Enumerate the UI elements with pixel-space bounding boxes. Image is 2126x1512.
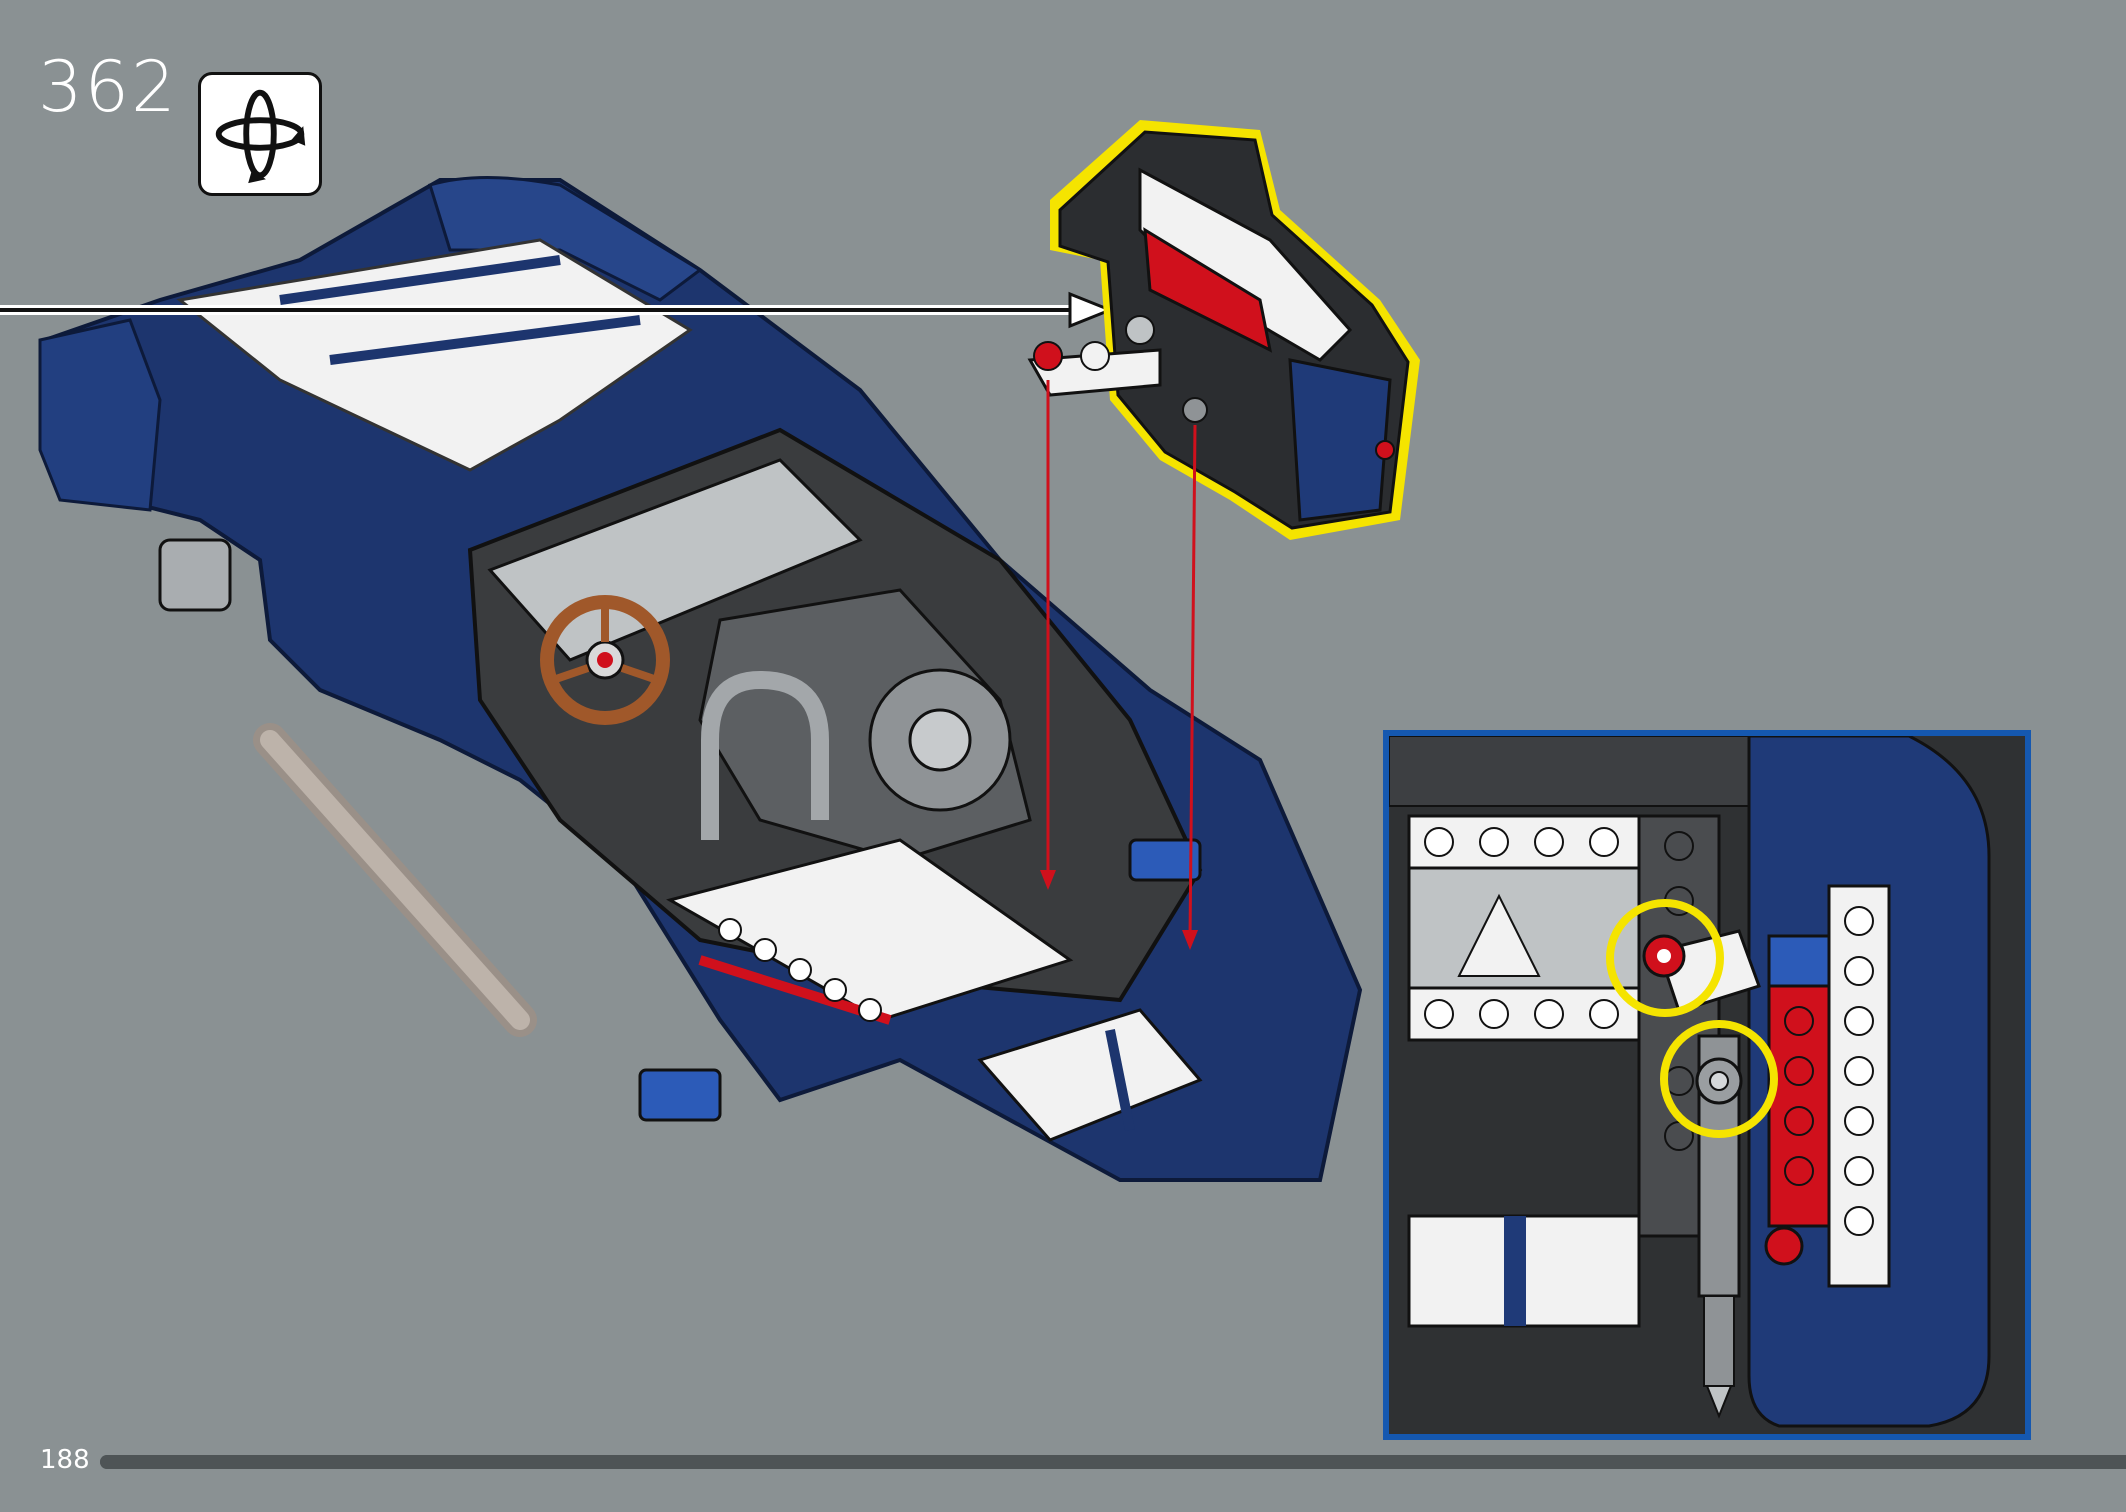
detail-callout: [1383, 730, 2031, 1440]
progress-bar: [100, 1455, 2126, 1469]
sub-assembly-part: [1027, 120, 1420, 540]
assembly-arrow: [0, 291, 1115, 329]
progress-bar-fill: [100, 1455, 2126, 1469]
highlight-circle-bottom: [1660, 1020, 1778, 1138]
page-number: 188: [40, 1445, 90, 1475]
step-number: 362: [38, 46, 178, 128]
placement-guide-lines: [1040, 380, 1198, 950]
car-model: [38, 176, 1363, 1182]
detail-callout-illustration: [1389, 736, 2025, 1434]
highlight-circle-top: [1606, 899, 1724, 1017]
rotate-model-icon: [198, 72, 322, 196]
